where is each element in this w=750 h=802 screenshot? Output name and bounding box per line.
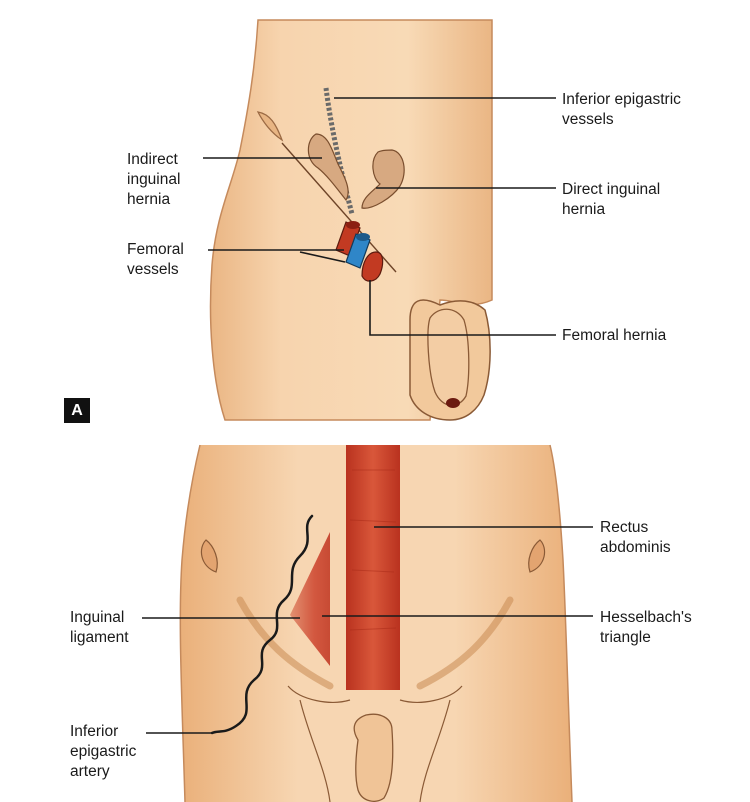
label-rectus-abdominis: Rectus abdominis bbox=[600, 519, 671, 556]
label-hesselbachs-triangle: Hesselbach's triangle bbox=[600, 609, 692, 646]
label-inferior-epigastric-artery: Inferior epigastric artery bbox=[70, 723, 137, 780]
femoral-artery bbox=[335, 221, 361, 257]
panel-a-badge: A bbox=[64, 398, 90, 423]
panel-b-leader-lines bbox=[142, 526, 593, 734]
label-inferior-epigastric-vessels: Inferior epigastric vessels bbox=[562, 91, 681, 128]
label-femoral-hernia: Femoral hernia bbox=[562, 327, 667, 344]
panel-a-leader-lines bbox=[203, 97, 556, 336]
femoral-hernia-sac bbox=[361, 251, 384, 282]
femoral-vein bbox=[345, 233, 371, 269]
label-inguinal-ligament: Inguinal ligament bbox=[70, 609, 129, 646]
label-indirect-inguinal-hernia: Indirect inguinal hernia bbox=[127, 151, 181, 208]
label-direct-inguinal-hernia: Direct inguinal hernia bbox=[562, 181, 661, 218]
panel-a-body bbox=[209, 19, 493, 421]
rectus-abdominis-muscle bbox=[346, 445, 400, 690]
hesselbachs-triangle bbox=[290, 532, 330, 666]
inferior-epigastric-artery-line bbox=[210, 514, 314, 735]
label-femoral-vessels: Femoral vessels bbox=[127, 241, 184, 278]
direct-inguinal-hernia-sac bbox=[361, 149, 405, 209]
